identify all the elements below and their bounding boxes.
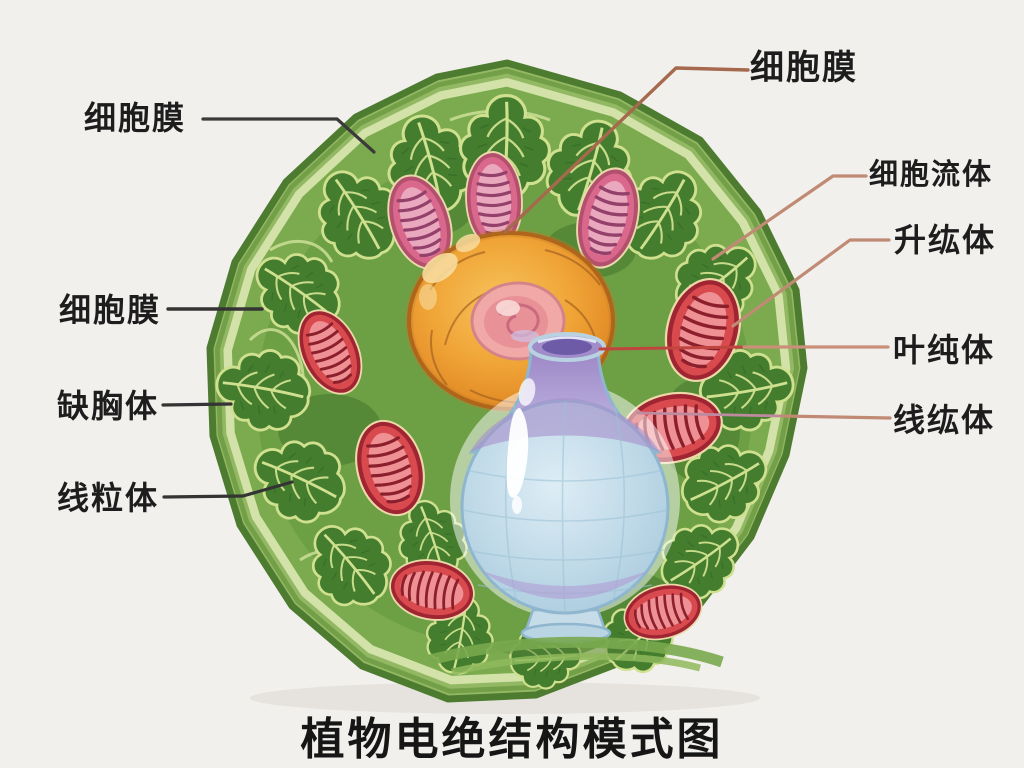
- label-cell-membrane-left: 细胞膜: [59, 292, 162, 328]
- vacuole-highlight: [506, 408, 529, 498]
- leader-line-membrane-top-left: [201, 117, 376, 154]
- leader-line-right-4-outer: [780, 414, 892, 420]
- vacuole-rim: [528, 332, 606, 362]
- label-cell-membrane-top-left: 细胞膜: [84, 100, 187, 136]
- leader-line-left-mitochondrion: [162, 480, 294, 499]
- label-cell-membrane-top-right: 细胞膜: [750, 49, 858, 87]
- cytoplasm-strand: [451, 653, 701, 676]
- leader-line-right-3-inner: [598, 345, 746, 351]
- label-right-4: 线纮体: [893, 402, 996, 438]
- label-right-1: 细胞流体: [869, 159, 994, 191]
- leader-line-right-1: [711, 174, 868, 261]
- cytoplasm-strand: [428, 636, 724, 668]
- leader-line-membrane-top-right: [503, 66, 750, 234]
- label-left-mitochondrion: 线粒体: [57, 480, 160, 516]
- label-left-organelle: 缺胸体: [57, 388, 160, 424]
- leader-line-right-4-inner: [636, 411, 784, 418]
- label-right-2: 升纮体: [894, 222, 997, 258]
- label-right-3: 叶纯体: [893, 332, 996, 368]
- diagram-title: 植物电绝结构模式图: [300, 715, 724, 764]
- leader-line-right-2: [731, 238, 891, 328]
- leader-line-left-organelle: [161, 402, 233, 407]
- central-vacuole: [450, 332, 680, 658]
